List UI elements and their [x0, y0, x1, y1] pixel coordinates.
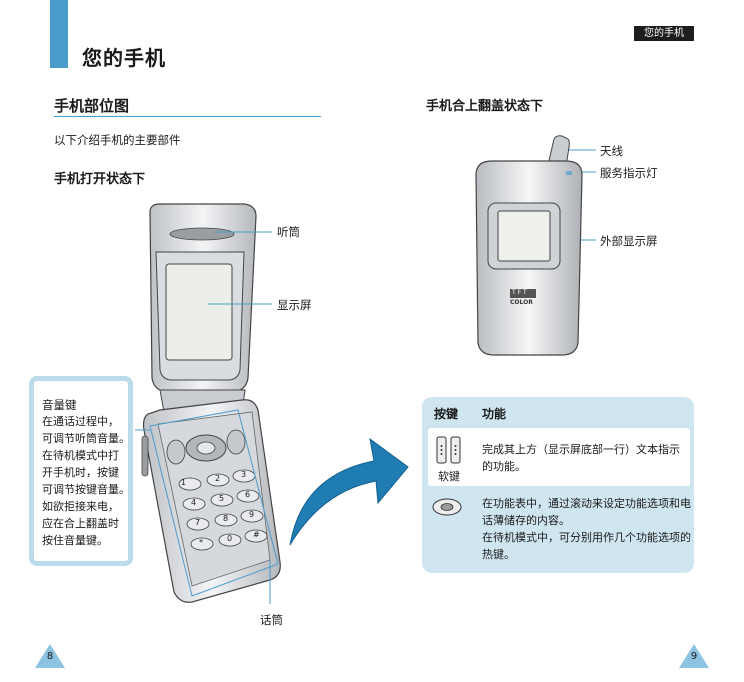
keypad-key-7: 7 — [195, 518, 201, 527]
page-badge-right-shape — [679, 644, 709, 668]
keypad-key-9: 9 — [249, 510, 255, 519]
softkey-label: 软键 — [438, 470, 460, 483]
callout-display: 显示屏 — [277, 298, 312, 312]
chapter-title: 您的手机 — [82, 46, 166, 70]
keypad-key-0: 0 — [227, 534, 233, 543]
volume-key-title: 音量键 — [42, 398, 77, 412]
section-title: 手机部位图 — [54, 97, 130, 115]
volume-key-line: 开手机时，按键 — [42, 466, 119, 479]
volume-key-line: 按住音量键。 — [42, 534, 108, 547]
open-phone-illustration — [141, 203, 281, 603]
open-state-heading: 手机打开状态下 — [54, 172, 146, 187]
chapter-color-bar — [50, 0, 68, 68]
table-row — [428, 428, 690, 486]
keypad-key-6: 6 — [245, 490, 251, 499]
callout-mic: 话筒 — [260, 613, 283, 627]
keypad-key-2: 2 — [215, 474, 221, 483]
page-number-right: 9 — [690, 651, 698, 662]
intro-text: 以下介绍手机的主要部件 — [54, 133, 181, 147]
volume-key-line: 在待机模式中打 — [42, 449, 119, 462]
volume-key-line: 在通话过程中， — [42, 415, 119, 428]
row1-text: 的功能。 — [482, 460, 526, 473]
nav-key-icon — [432, 498, 462, 516]
volume-key-box — [29, 376, 133, 566]
color-logo: COLOR — [510, 299, 533, 306]
header-tag: 您的手机 — [634, 26, 694, 41]
closed-state-heading: 手机合上翻盖状态下 — [426, 99, 544, 114]
row2-text: 在待机模式中，可分别用作几个功能选项的 — [482, 531, 691, 544]
row1-text: 完成其上方（显示屏底部一行）文本指示 — [482, 443, 680, 456]
softkey-icon — [436, 436, 461, 464]
volume-key-line: 如欲拒接来电， — [42, 500, 119, 513]
closed-phone-illustration — [475, 135, 583, 356]
volume-key-line: 可调节按键音量。 — [42, 483, 130, 496]
keypad-key-3: 3 — [241, 470, 247, 479]
keypad-key-8: 8 — [223, 514, 229, 523]
tft-logo: TFT — [512, 289, 529, 296]
transition-arrow — [289, 437, 409, 546]
keypad-key-1: 1 — [181, 478, 187, 487]
callout-external-display: 外部显示屏 — [600, 234, 658, 248]
callout-service-light: 服务指示灯 — [600, 166, 658, 180]
volume-key-line: 可调节听筒音量。 — [42, 432, 130, 445]
row2-text: 热键。 — [482, 548, 515, 561]
volume-key-line: 应在合上翻盖时 — [42, 517, 119, 530]
table-header-key: 按键 — [434, 407, 459, 421]
row2-text: 在功能表中，通过滚动来设定功能选项和电 — [482, 497, 691, 510]
row2-text: 话薄储存的内容。 — [482, 514, 570, 527]
keypad-key-5: 5 — [219, 494, 225, 503]
callout-earpiece: 听筒 — [277, 225, 300, 239]
table-header-function: 功能 — [482, 407, 507, 421]
callout-antenna: 天线 — [600, 144, 623, 158]
keypad-key-hash: # — [253, 530, 260, 539]
keypad-key-star: * — [199, 538, 203, 547]
page-badge-left-shape — [35, 644, 65, 668]
page-number-left: 8 — [46, 651, 54, 662]
section-title-rule — [54, 116, 321, 117]
keypad-key-4: 4 — [191, 498, 197, 507]
